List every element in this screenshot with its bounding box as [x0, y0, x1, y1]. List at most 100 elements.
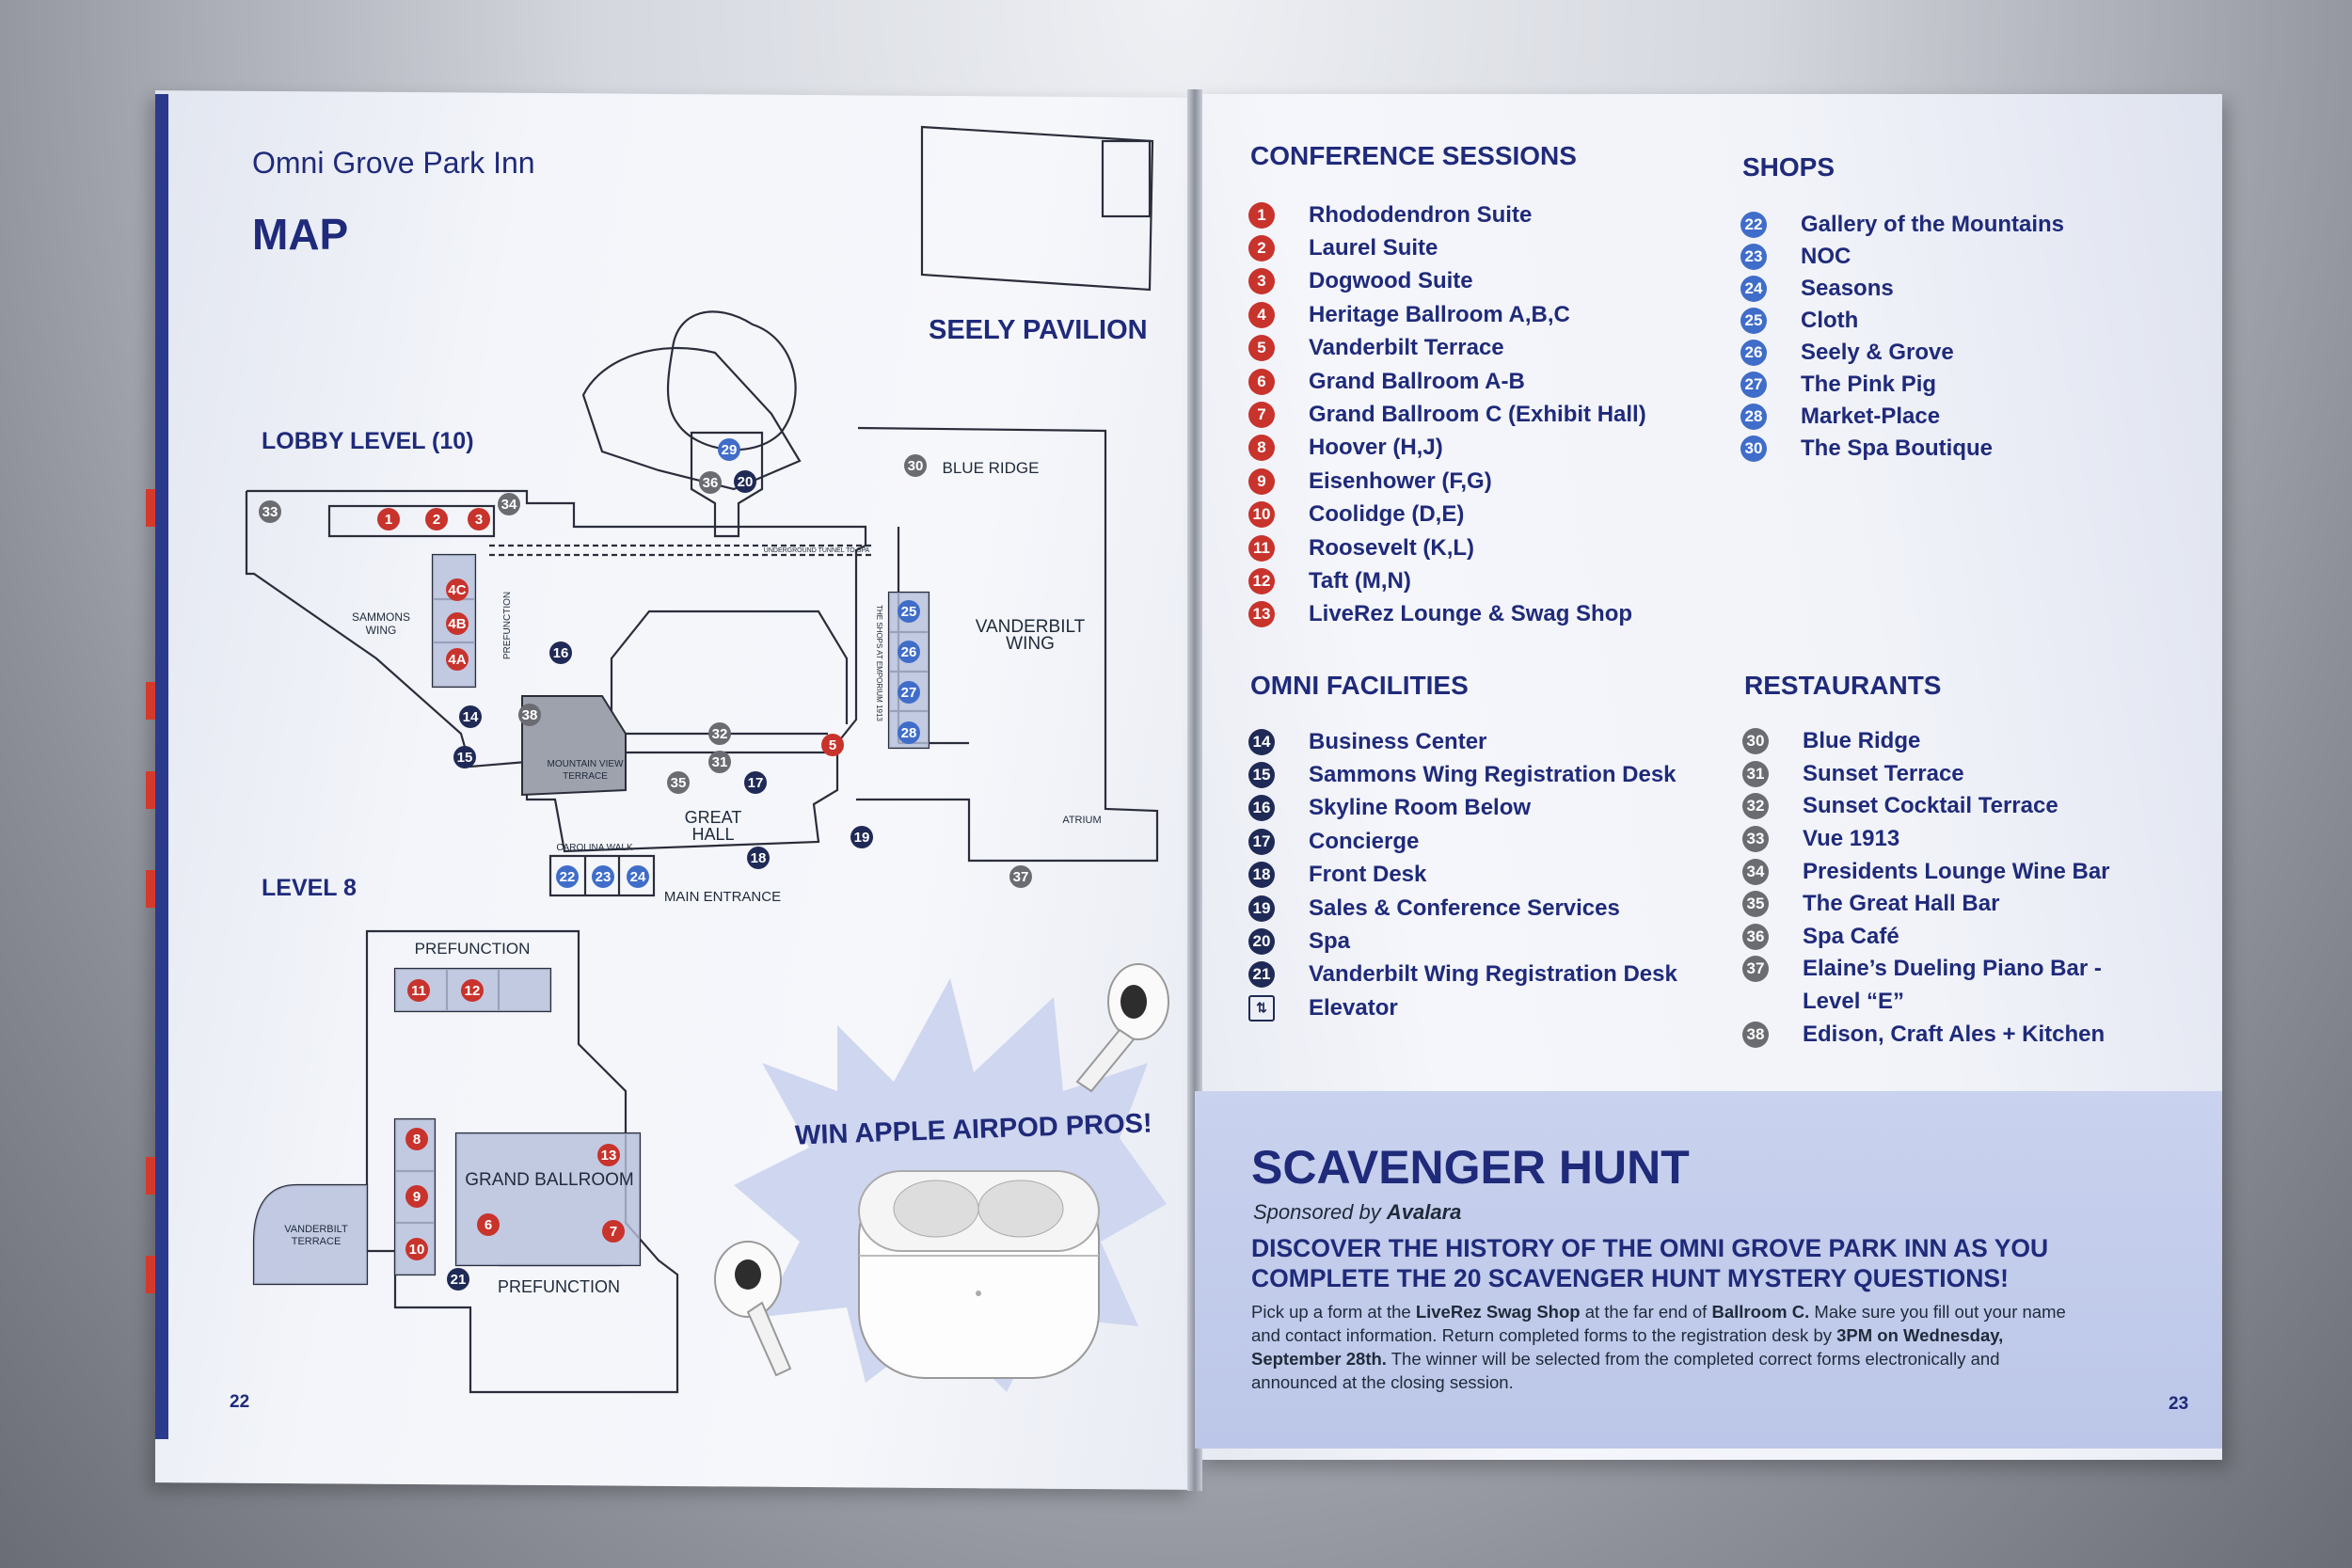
svg-text:19: 19 — [854, 830, 870, 846]
map-badge-6: 6 — [477, 1213, 500, 1236]
spa-building — [690, 431, 764, 538]
map-badge-29: 29 — [718, 438, 740, 461]
shops-heading: SHOPS — [1742, 152, 1836, 182]
label-blue-ridge: BLUE RIDGE — [943, 459, 1040, 477]
label-mountain-view-2: TERRACE — [563, 771, 608, 782]
map-badge-20: 20 — [734, 470, 756, 493]
label-atrium: ATRIUM — [1062, 815, 1101, 826]
svg-text:25: 25 — [901, 604, 917, 620]
label-grand-ballroom: GRAND BALLROOM — [465, 1170, 633, 1190]
map-badge-7: 7 — [602, 1220, 625, 1243]
label-vanderbilt-terrace-2: TERRACE — [292, 1236, 342, 1247]
map-badge-4b: 4B — [446, 612, 469, 635]
seely-restroom-block — [1101, 139, 1152, 218]
airpods-image — [714, 963, 1169, 1379]
map-badge-5: 5 — [821, 734, 844, 756]
map-badge-12: 12 — [461, 979, 484, 1002]
map-badge-4c: 4C — [446, 578, 469, 601]
svg-text:23: 23 — [596, 869, 612, 885]
svg-text:8: 8 — [413, 1132, 421, 1148]
svg-text:17: 17 — [748, 775, 764, 791]
svg-text:34: 34 — [501, 497, 517, 513]
map-badge-35: 35 — [667, 771, 690, 794]
map-badge-22: 22 — [556, 865, 579, 888]
omni-facilities-heading: OMNI FACILITIES — [1250, 671, 1469, 700]
scavenger-hunt-panel — [1195, 1091, 2222, 1449]
svg-text:11: 11 — [411, 983, 426, 999]
map-title: MAP — [252, 210, 349, 259]
svg-text:16: 16 — [553, 645, 569, 661]
label-prefunction-bottom: PREFUNCTION — [498, 1277, 620, 1296]
label-vanderbilt-terrace-1: VANDERBILT — [284, 1224, 348, 1235]
level8-label: LEVEL 8 — [262, 875, 357, 901]
svg-text:14: 14 — [463, 709, 479, 725]
label-vanderbilt-1: VANDERBILT — [976, 617, 1086, 637]
elevator-icon: ⇅ — [1248, 994, 1275, 1022]
scavenger-sponsor-line: Sponsored by Avalara — [1253, 1200, 1462, 1224]
lobby-level-label: LOBBY LEVEL (10) — [262, 428, 474, 454]
svg-text:29: 29 — [722, 442, 738, 458]
garden-outline — [666, 310, 797, 451]
svg-text:3: 3 — [475, 512, 483, 528]
svg-text:24: 24 — [630, 869, 646, 885]
map-badge-24: 24 — [627, 865, 649, 888]
scavenger-headline-2: COMPLETE THE 20 SCAVENGER HUNT MYSTERY Q… — [1251, 1264, 2009, 1292]
scavenger-title: SCAVENGER HUNT — [1251, 1141, 1690, 1194]
map-badge-25: 25 — [898, 600, 920, 623]
svg-text:32: 32 — [712, 726, 728, 742]
conference-sessions-heading: CONFERENCE SESSIONS — [1250, 141, 1577, 170]
label-main-entrance: MAIN ENTRANCE — [664, 889, 781, 905]
label-underground-tunnel: UNDERGROUND TUNNEL TO SPA — [764, 547, 870, 554]
seely-pavilion-label: SEELY PAVILION — [929, 315, 1148, 345]
label-prefunction-vertical: PREFUNCTION — [502, 592, 513, 659]
sponsor-name: Avalara — [1386, 1200, 1462, 1224]
map-badge-18: 18 — [747, 847, 770, 869]
map-badge-36: 36 — [699, 471, 722, 494]
svg-text:21: 21 — [451, 1272, 467, 1288]
svg-text:12: 12 — [465, 983, 481, 999]
vanderbilt-wing-outline — [856, 426, 1159, 863]
terrace-outline — [581, 346, 802, 491]
list-item: Level “E” — [1803, 989, 1905, 1015]
svg-text:6: 6 — [485, 1217, 492, 1233]
svg-text:1: 1 — [385, 512, 392, 528]
svg-text:13: 13 — [601, 1148, 617, 1164]
label-sammons-1: SAMMONS — [352, 610, 410, 624]
label-sammons-2: WING — [366, 624, 397, 637]
map-badge-9: 9 — [405, 1185, 428, 1208]
svg-text:4A: 4A — [448, 652, 466, 668]
svg-text:38: 38 — [522, 707, 538, 723]
svg-text:26: 26 — [901, 644, 917, 660]
map-badge-27: 27 — [898, 681, 920, 704]
map-subtitle: Omni Grove Park Inn — [252, 146, 535, 180]
map-badge-16: 16 — [549, 641, 572, 664]
map-badge-10: 10 — [405, 1238, 428, 1260]
svg-text:4C: 4C — [448, 582, 466, 598]
